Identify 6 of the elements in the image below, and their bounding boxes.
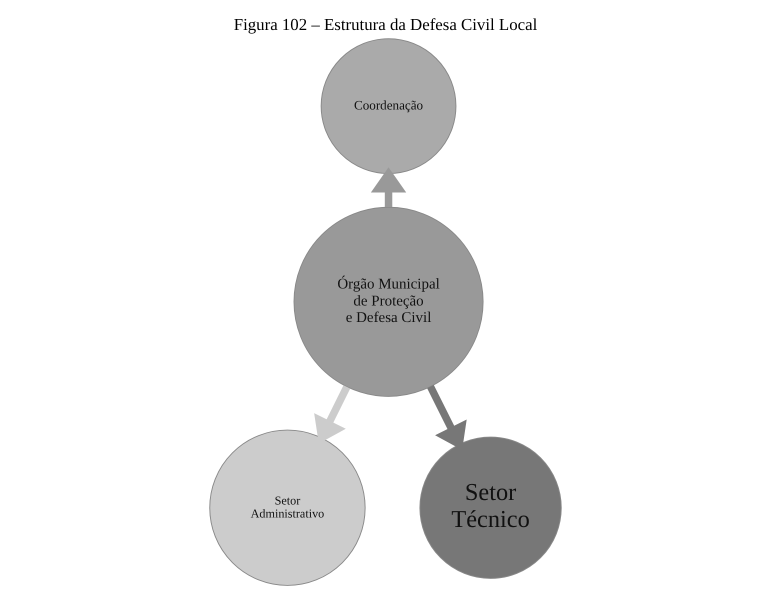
node-circle: Setor Administrativo bbox=[209, 430, 366, 586]
node-circle: Coordenação bbox=[320, 38, 456, 174]
arrow bbox=[370, 167, 406, 208]
diagram-title: Figura 102 – Estrutura da Defesa Civil Local bbox=[234, 14, 538, 34]
node-circle: Setor Técnico bbox=[419, 436, 562, 579]
node-circle: Órgão Municipal de Proteção e Defesa Civil bbox=[294, 206, 484, 397]
